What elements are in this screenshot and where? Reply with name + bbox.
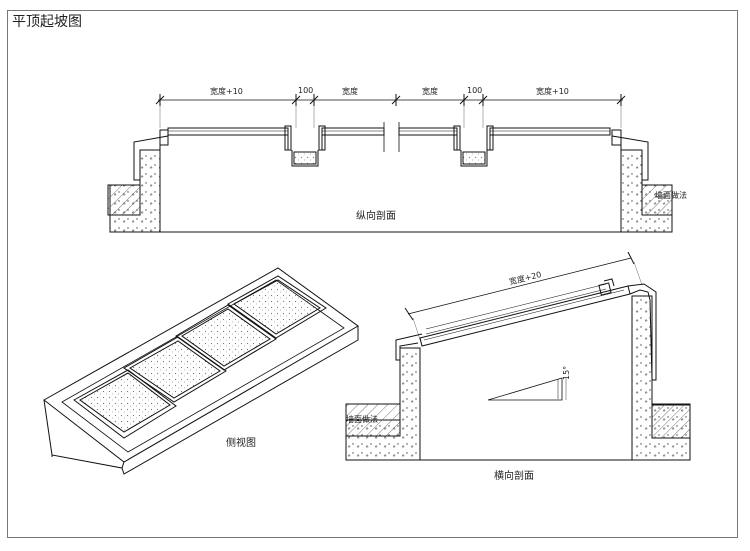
longitudinal-section-label: 纵向剖面 xyxy=(356,211,396,222)
dim-100-right: 100 xyxy=(467,86,483,95)
drawing-title: 平顶起坡图 xyxy=(12,14,82,30)
longitudinal-section xyxy=(107,94,673,233)
dim-width-plus10-right: 宽度+10 xyxy=(536,87,569,96)
wall-note-left: 墙面做法 xyxy=(346,415,378,424)
transverse-section-label: 横向剖面 xyxy=(494,471,534,482)
dim-width-left: 宽度 xyxy=(342,87,358,96)
dim-100-left: 100 xyxy=(298,86,314,95)
dim-width-plus10-left: 宽度+10 xyxy=(210,87,243,96)
drawing-frame xyxy=(7,10,738,538)
dim-width-right: 宽度 xyxy=(422,87,438,96)
side-view xyxy=(43,267,359,475)
slope-angle-label: 15° xyxy=(562,365,571,380)
side-view-label: 侧视图 xyxy=(226,438,256,449)
transverse-section xyxy=(345,251,691,461)
wall-note-right: 墙面做法 xyxy=(655,191,687,200)
